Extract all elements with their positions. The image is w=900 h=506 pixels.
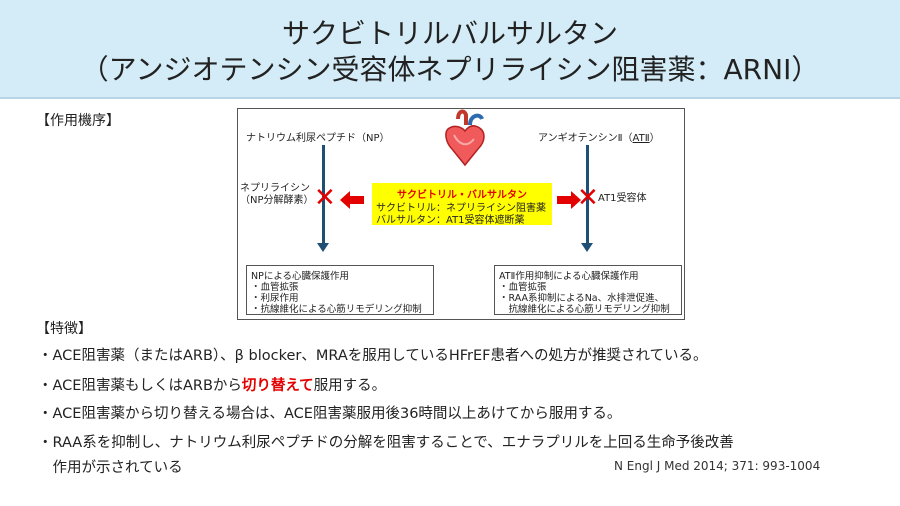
np-arrow-head (317, 243, 329, 252)
neprilysin-label: ネプリライシン (240, 183, 310, 194)
drug-line-valsartan: バルサルタン：AT1受容体遮断薬 (376, 215, 525, 226)
left-red-arrow-icon (340, 191, 364, 209)
mechanism-heading: 【作用機序】 (36, 113, 120, 129)
neprilysin-sublabel: （NP分解酵素） (240, 195, 314, 206)
title-banner: サクビトリルバルサルタン （アンジオテンシン受容体ネプリライシン阻害薬：ARNI… (0, 0, 900, 99)
citation: N Engl J Med 2014; 371: 993-1004 (614, 459, 821, 473)
at2-box-item: ・RAA系抑制によるNa、水排泄促進、 (499, 293, 665, 304)
np-box-item: ・血管拡張 (251, 282, 299, 293)
at2-box-item: 抗線維化による心筋リモデリング抑制 (499, 304, 670, 315)
mechanism-diagram: ナトリウム利尿ペプチド（NP） アンギオテンシンⅡ（ATⅡ） ネプリライシン （… (237, 108, 685, 320)
np-box-title: NPによる心臓保護作用 (251, 271, 350, 282)
feature-bullet-2: ・ACE阻害薬もしくはARBから切り替えて服用する。 (38, 378, 387, 394)
heart-icon (445, 109, 485, 167)
switch-highlight: 切り替えて (241, 378, 314, 394)
np-label: ナトリウム利尿ペプチド（NP） (246, 133, 390, 144)
slide-title-line2: （アンジオテンシン受容体ネプリライシン阻害薬：ARNI） (80, 53, 820, 86)
feature-bullet-3: ・ACE阻害薬から切り替える場合は、ACE阻害薬服用後36時間以上あけてから服用… (38, 406, 622, 422)
slide-title-line1: サクビトリルバルサルタン (281, 17, 618, 50)
drug-line-sacubitril: サクビトリル：ネプリライシン阻害薬 (376, 203, 546, 214)
np-arrow-shaft (322, 145, 325, 243)
right-red-arrow-icon (557, 191, 581, 209)
at1-label: AT1受容体 (598, 193, 647, 204)
at2-box-item: ・血管拡張 (499, 282, 547, 293)
at2-arrow-head (581, 243, 593, 252)
np-block-x-icon: ✕ (314, 183, 336, 213)
feature-bullet-1: ・ACE阻害薬（またはARB）、β blocker、MRAを服用しているHFrE… (38, 348, 708, 364)
np-protection-box: NPによる心臓保護作用 ・血管拡張 ・利尿作用 ・抗線維化による心筋リモデリング… (246, 265, 434, 315)
np-box-item: ・抗線維化による心筋リモデリング抑制 (251, 304, 422, 315)
at2-protection-box: ATⅡ作用抑制による心臓保護作用 ・血管拡張 ・RAA系抑制によるNa、水排泄促… (494, 265, 682, 315)
feature-bullet-4-cont: 作用が示されている (38, 460, 183, 476)
at2-arrow-shaft (586, 145, 589, 243)
features-heading: 【特徴】 (36, 321, 92, 337)
feature-bullet-4: ・RAA系を抑制し、ナトリウム利尿ペプチドの分解を阻害することで、エナラプリルを… (38, 435, 734, 451)
drug-box: サクビトリル・バルサルタン サクビトリル：ネプリライシン阻害薬 バルサルタン：A… (372, 183, 552, 226)
at1-block-x-icon: ✕ (577, 183, 599, 213)
np-box-item: ・利尿作用 (251, 293, 299, 304)
at2-box-title: ATⅡ作用抑制による心臓保護作用 (499, 271, 639, 282)
drug-title: サクビトリル・バルサルタン (397, 190, 527, 201)
at2-label: アンギオテンシンⅡ（ATⅡ） (538, 133, 660, 144)
